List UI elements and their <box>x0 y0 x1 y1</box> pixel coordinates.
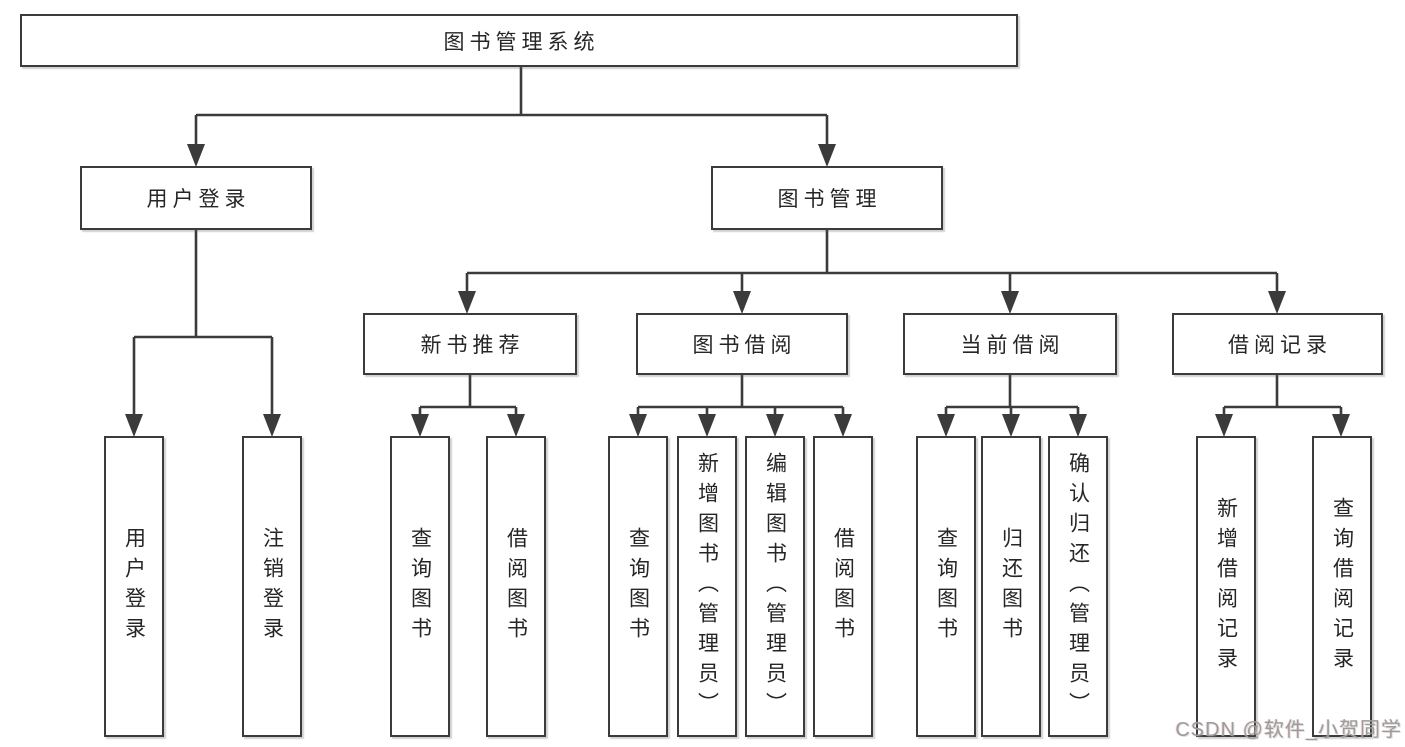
leaf-recommend-query-book: 查询图书 <box>390 436 450 737</box>
leaf-user-login: 用户登录 <box>104 436 164 737</box>
arrowhead-icons <box>125 144 1350 437</box>
node-library-management-system: 图书管理系统 <box>20 14 1018 67</box>
leaf-records-add-record: 新增借阅记录 <box>1196 436 1256 737</box>
node-new-book-recommendation: 新书推荐 <box>363 313 577 375</box>
watermark-text: CSDN @软件_小贺同学 <box>1175 719 1402 741</box>
leaf-recommend-borrow-book: 借阅图书 <box>486 436 546 737</box>
leaf-current-confirm-return-admin: 确认归还（管理员） <box>1048 436 1108 737</box>
node-user-login: 用户登录 <box>80 166 312 230</box>
leaf-borrow-edit-book-admin: 编辑图书（管理员） <box>745 436 805 737</box>
node-book-management: 图书管理 <box>711 166 943 230</box>
leaf-current-query-book: 查询图书 <box>916 436 976 737</box>
node-book-borrowing: 图书借阅 <box>636 313 848 375</box>
leaf-borrow-query-book: 查询图书 <box>608 436 668 737</box>
leaf-logout-login: 注销登录 <box>242 436 302 737</box>
leaf-records-query-record: 查询借阅记录 <box>1312 436 1372 737</box>
leaf-borrow-borrow-book: 借阅图书 <box>813 436 873 737</box>
node-borrowing-records: 借阅记录 <box>1172 313 1383 375</box>
leaf-current-return-book: 归还图书 <box>981 436 1041 737</box>
leaf-borrow-add-book-admin: 新增图书（管理员） <box>677 436 737 737</box>
node-current-borrowing: 当前借阅 <box>903 313 1117 375</box>
